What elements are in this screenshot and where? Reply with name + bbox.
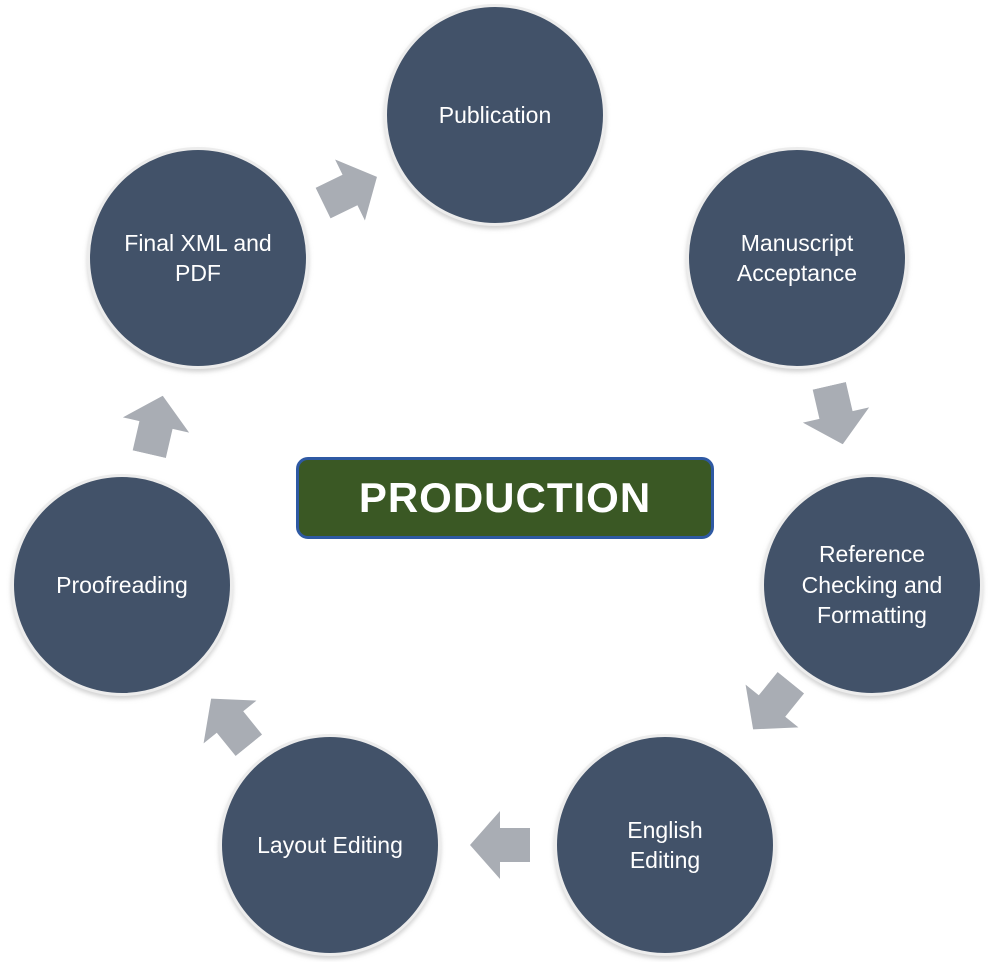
node-proofreading: Proofreading — [11, 474, 233, 696]
flow-arrow-layout-to-proofreading-icon — [184, 677, 276, 768]
node-layout-editing-label: Layout Editing — [257, 831, 403, 858]
production-center-box: PRODUCTION — [296, 457, 714, 539]
node-reference-checking-and-formatting-label: Reference Checking and Formatting — [801, 541, 943, 629]
production-center-label: PRODUCTION — [358, 474, 652, 521]
node-reference-checking-and-formatting: Reference Checking and Formatting — [761, 474, 983, 696]
node-english-editing-label: English Editing — [627, 816, 703, 873]
node-final-xml-and-pdf-label: Final XML and PDF — [124, 229, 272, 286]
flow-arrow-final-xml-to-publication-icon — [308, 145, 393, 234]
node-layout-editing: Layout Editing — [219, 734, 441, 956]
node-final-xml-and-pdf: Final XML and PDF — [87, 147, 309, 369]
node-manuscript-acceptance-label: Manuscript Acceptance — [736, 229, 858, 286]
node-publication: Publication — [384, 4, 606, 226]
node-publication-label: Publication — [438, 101, 552, 128]
flow-arrow-reference-to-english-icon — [726, 661, 818, 752]
node-english-editing: English Editing — [554, 734, 776, 956]
flow-arrow-manuscript-to-reference-icon — [795, 378, 877, 452]
flow-arrow-proofreading-to-final-xml-icon — [115, 388, 197, 462]
node-manuscript-acceptance: Manuscript Acceptance — [686, 147, 908, 369]
flow-arrow-english-to-layout-icon — [470, 810, 530, 880]
node-proofreading-label: Proofreading — [56, 571, 188, 598]
